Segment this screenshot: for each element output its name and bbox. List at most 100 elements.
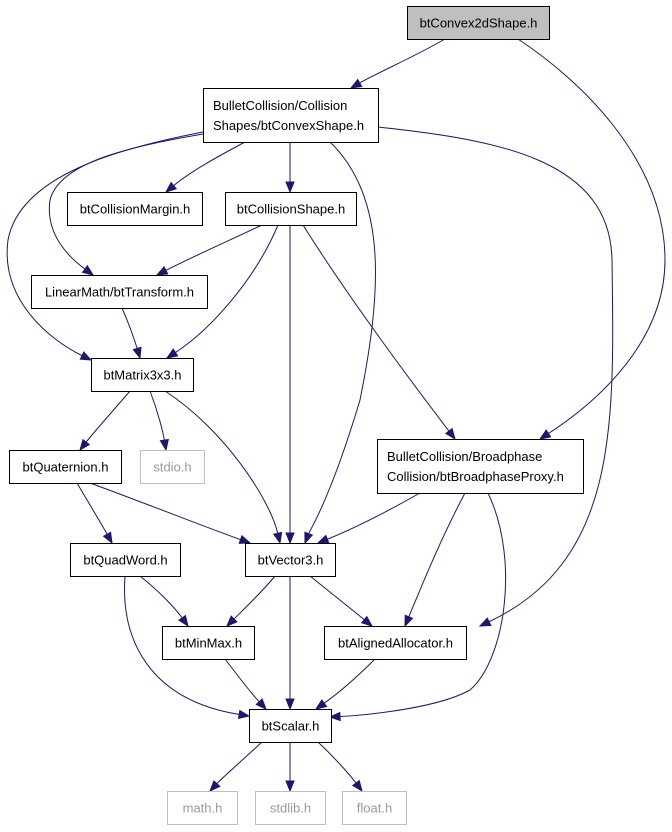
node-label: btAlignedAllocator.h: [338, 636, 453, 651]
edge-btCollisionShape-to-btBroadphaseProxy: [302, 224, 456, 441]
edge-line: [173, 141, 246, 186]
node-btTransform[interactable]: LinearMath/btTransform.h: [31, 275, 208, 309]
node-btQuaternion[interactable]: btQuaternion.h: [9, 450, 122, 484]
edge-btConvexShape-to-btCollisionMargin: [164, 141, 246, 193]
edge-line: [123, 575, 240, 715]
edge-line: [85, 390, 131, 443]
edge-line: [233, 575, 276, 620]
node-btVector3[interactable]: btVector3.h: [245, 543, 336, 577]
node-btScalar[interactable]: btScalar.h: [249, 709, 332, 743]
edge-arrowhead: [79, 351, 93, 361]
edge-btCollisionShape-to-btTransform: [155, 224, 263, 276]
edge-btBroadphaseProxy-to-btAlignedAllocator: [404, 492, 466, 628]
edge-btMatrix3x3-to-btVector3: [164, 390, 283, 545]
edge-line: [139, 575, 183, 619]
edge-arrowhead: [404, 614, 414, 628]
node-btAlignedAllocator[interactable]: btAlignedAllocator.h: [324, 626, 467, 660]
edge-line: [517, 38, 666, 434]
node-box: [225, 192, 357, 226]
edge-arrowhead: [272, 531, 283, 545]
edge-btQuadWord-to-btMinMax: [139, 575, 189, 628]
edge-arrowhead: [314, 699, 328, 710]
edge-btConvexShape-to-btTransform: [48, 133, 204, 276]
edge-line: [408, 492, 466, 617]
node-btMinMax[interactable]: btMinMax.h: [162, 626, 255, 660]
node-box: [342, 791, 407, 825]
edge-line: [48, 133, 204, 270]
node-box: [167, 791, 238, 825]
node-label: stdio.h: [153, 460, 191, 475]
node-label: BulletCollision/Collision: [213, 98, 347, 113]
edge-arrowhead: [328, 711, 341, 722]
node-btCollisionMargin[interactable]: btCollisionMargin.h: [67, 192, 203, 226]
edge-btConvexShape-to-btCollisionShape: [285, 142, 295, 194]
edge-line: [216, 741, 263, 785]
edge-btCollisionShape-to-btVector3: [285, 225, 295, 545]
edge-arrowhead: [285, 532, 295, 545]
edge-arrowhead: [478, 617, 492, 627]
edge-btQuaternion-to-btVector3: [89, 482, 252, 544]
edge-btConvex2dShape-to-btBroadphaseProxy: [517, 38, 666, 440]
node-label: btCollisionMargin.h: [80, 202, 191, 217]
edge-btVector3-to-btMinMax: [226, 575, 276, 627]
edge-arrowhead: [285, 780, 295, 793]
edge-btConvexShape-to-btVector3: [304, 141, 376, 545]
node-label: btMatrix3x3.h: [103, 368, 181, 383]
edge-btScalar-to-math: [209, 741, 263, 792]
edge-btBroadphaseProxy-to-btScalar: [328, 492, 507, 722]
edge-arrowhead: [349, 78, 363, 89]
edge-btAlignedAllocator-to-btScalar: [314, 658, 376, 710]
edge-btCollisionShape-to-btMatrix3x3: [165, 224, 279, 359]
edge-arrowhead: [155, 266, 169, 276]
node-box: [67, 192, 203, 226]
node-stdio: stdio.h: [140, 450, 205, 484]
node-box: [407, 6, 550, 40]
node-box: [377, 439, 584, 494]
edge-btMatrix3x3-to-stdio: [149, 390, 169, 452]
node-btConvexShape[interactable]: BulletCollision/CollisionShapes/btConvex…: [203, 88, 379, 143]
edge-btConvexShape-to-btAlignedAllocator: [377, 126, 614, 627]
edge-line: [308, 141, 376, 534]
node-btQuadWord[interactable]: btQuadWord.h: [70, 543, 181, 577]
edge-arrowhead: [164, 181, 178, 193]
node-box: [324, 626, 467, 660]
edge-arrowhead: [165, 348, 179, 359]
edge-line: [76, 482, 108, 535]
edge-arrowhead: [304, 531, 314, 545]
node-box: [140, 450, 205, 484]
node-label: btQuadWord.h: [83, 553, 167, 568]
edge-arrowhead: [132, 346, 142, 360]
edge-arrowhead: [285, 698, 295, 711]
edge-arrowhead: [316, 534, 330, 544]
edge-arrowhead: [238, 534, 252, 544]
edge-line: [175, 224, 279, 353]
node-label: btVector3.h: [258, 553, 324, 568]
edge-line: [317, 741, 357, 784]
edge-line: [327, 492, 421, 540]
edge-arrowhead: [351, 779, 363, 793]
edge-btConvexShape-to-btMatrix3x3: [6, 131, 204, 361]
node-label: btConvex2dShape.h: [420, 16, 538, 31]
node-btCollisionShape[interactable]: btCollisionShape.h: [225, 192, 357, 226]
node-box: [255, 791, 326, 825]
edge-line: [164, 390, 279, 534]
edge-btQuaternion-to-btQuadWord: [76, 482, 113, 545]
edge-btBroadphaseProxy-to-btVector3: [316, 492, 421, 544]
node-btMatrix3x3[interactable]: btMatrix3x3.h: [91, 358, 194, 392]
edge-line: [224, 658, 260, 703]
edge-btMatrix3x3-to-btQuaternion: [79, 390, 131, 452]
node-label: btMinMax.h: [175, 636, 242, 651]
node-btConvex2dShape[interactable]: btConvex2dShape.h: [407, 6, 550, 40]
node-label: float.h: [357, 801, 392, 816]
node-box: [9, 450, 122, 484]
edge-line: [121, 307, 138, 349]
node-label: LinearMath/btTransform.h: [45, 285, 194, 300]
node-btBroadphaseProxy[interactable]: BulletCollision/BroadphaseCollision/btBr…: [377, 439, 584, 494]
edge-line: [302, 224, 450, 432]
edge-arrowhead: [178, 614, 189, 628]
edge-arrowhead: [237, 709, 251, 720]
edge-arrowhead: [538, 429, 552, 440]
node-box: [249, 709, 332, 743]
node-label: Collision/btBroadphaseProxy.h: [387, 469, 564, 484]
